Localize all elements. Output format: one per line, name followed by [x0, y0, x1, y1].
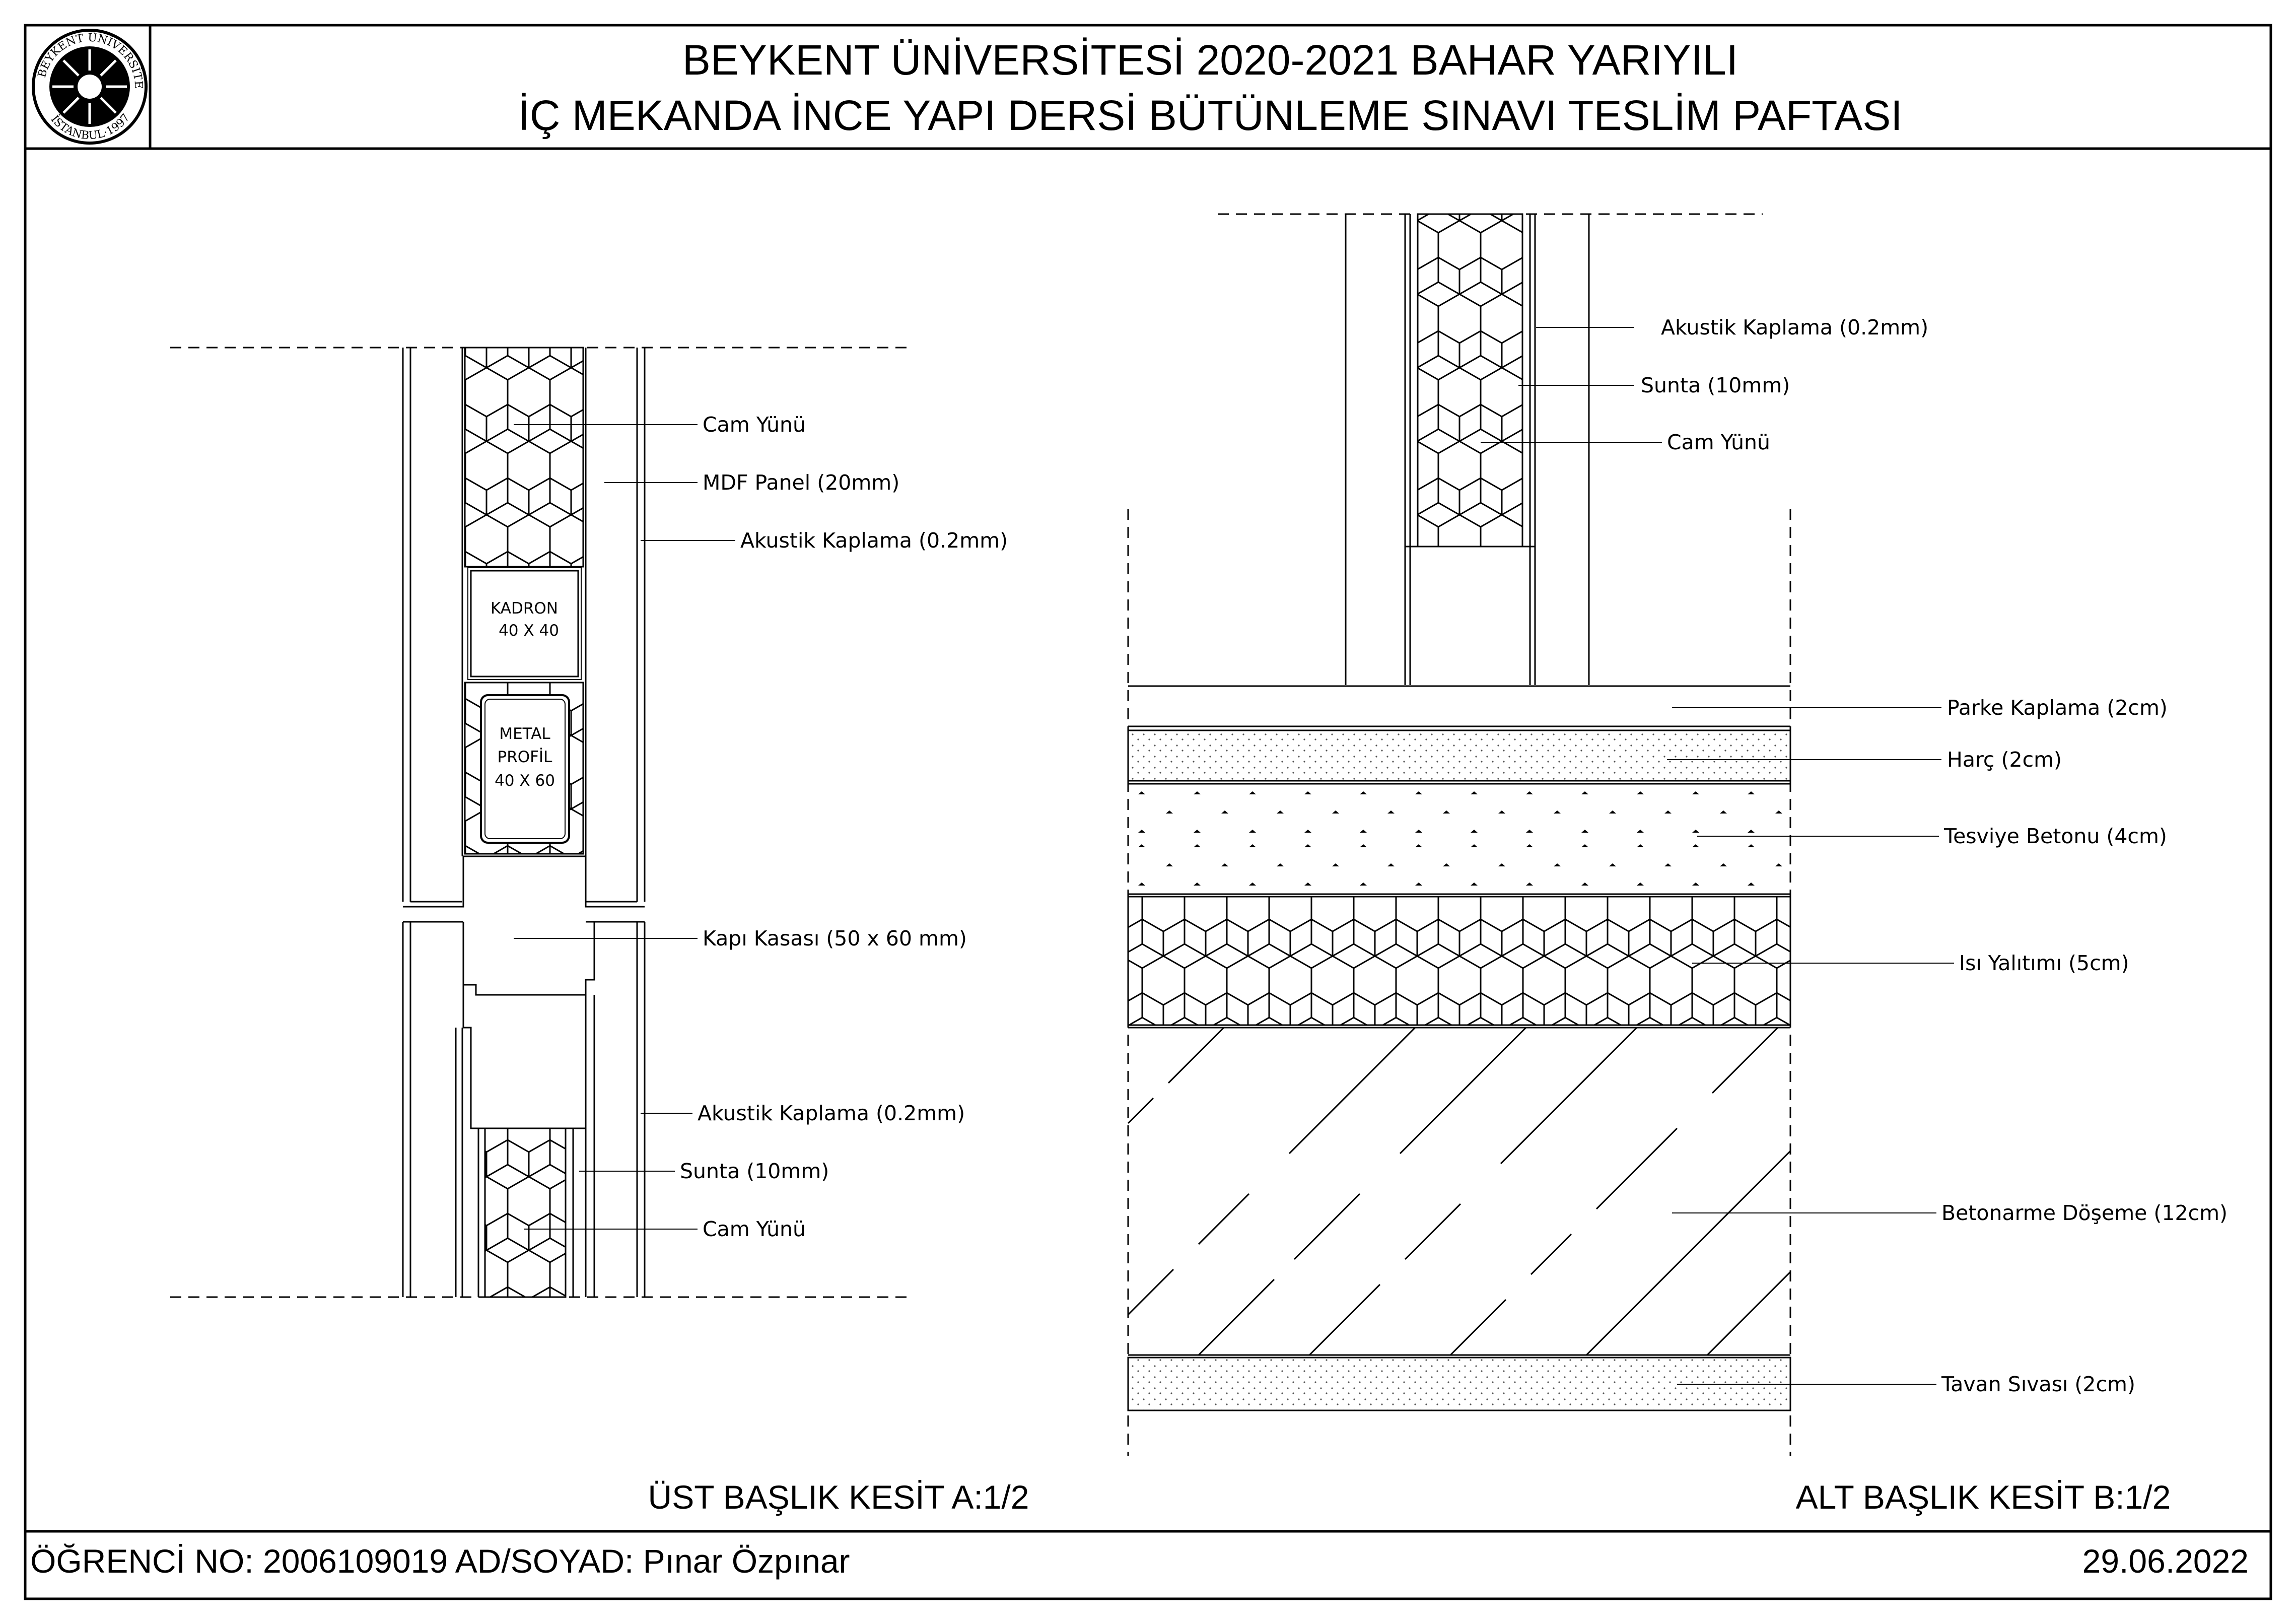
label-kapi-kasasi: Kapı Kasası (50 x 60 mm): [703, 926, 967, 951]
university-logo: BEYKENT ÜNİVERSİTESİ İSTANBUL·1997: [0, 0, 148, 145]
title-line-1: BEYKENT ÜNİVERSİTESİ 2020-2021 BAHAR YAR…: [682, 36, 1738, 84]
glass-wool-lower: [484, 1127, 567, 1298]
caption-section-b: ALT BAŞLIK KESİT B:1/2: [1796, 1478, 2171, 1516]
metal-label-1: METAL: [499, 725, 550, 743]
label-mdf-panel: MDF Panel (20mm): [703, 470, 899, 495]
metal-label-2: PROFİL: [498, 748, 553, 766]
label-akustik-b: Akustik Kaplama (0.2mm): [1661, 315, 1928, 340]
label-sunta-b: Sunta (10mm): [1641, 373, 1790, 397]
mortar-layer: [1127, 729, 1791, 782]
label-harc: Harç (2cm): [1947, 748, 2062, 772]
label-betonarme: Betonarme Döşeme (12cm): [1941, 1201, 2228, 1225]
kadron-label-1: KADRON: [491, 599, 558, 618]
sheet-border: [24, 24, 2272, 1600]
kadron-label-2: 40 X 40: [499, 622, 559, 640]
glass-wool-upper: [464, 347, 584, 568]
caption-section-a: ÜST BAŞLIK KESİT A:1/2: [648, 1478, 1029, 1516]
label-tesviye: Tesviye Betonu (4cm): [1943, 824, 2167, 848]
label-akustik-a-bottom: Akustik Kaplama (0.2mm): [698, 1101, 965, 1125]
label-parke: Parke Kaplama (2cm): [1947, 696, 2168, 720]
reinforced-concrete-slab: [1127, 1027, 1791, 1356]
date-label: 29.06.2022: [2082, 1542, 2249, 1580]
label-cam-yunu-a-bottom: Cam Yünü: [703, 1217, 806, 1241]
label-isi-yalitimi: Isı Yalıtımı (5cm): [1959, 951, 2129, 975]
section-a-drawing: KADRON 40 X 40 METAL PROFİL 40 X 60 Cam …: [170, 347, 1008, 1298]
label-cam-yunu-b: Cam Yünü: [1667, 430, 1770, 454]
label-akustik-a-top: Akustik Kaplama (0.2mm): [740, 528, 1008, 553]
student-info: ÖĞRENCİ NO: 2006109019 AD/SOYAD: Pınar Ö…: [30, 1542, 850, 1580]
title-line-2: İÇ MEKANDA İNCE YAPI DERSİ BÜTÜNLEME SIN…: [518, 92, 1902, 139]
section-b-drawing: Akustik Kaplama (0.2mm) Sunta (10mm) Cam…: [1127, 213, 2228, 1456]
label-sunta-a: Sunta (10mm): [680, 1159, 829, 1183]
glass-wool-b: [1417, 213, 1523, 548]
kadron-block: [470, 570, 579, 678]
door-frame: [462, 921, 595, 996]
metal-label-3: 40 X 60: [495, 772, 555, 790]
label-cam-yunu-a-top: Cam Yünü: [703, 413, 806, 437]
insulation-layer: [1127, 896, 1791, 1026]
label-tavan-sivasi: Tavan Sıvası (2cm): [1941, 1372, 2135, 1396]
screed-layer: [1128, 788, 1790, 894]
metal-profile-block: [480, 694, 570, 844]
